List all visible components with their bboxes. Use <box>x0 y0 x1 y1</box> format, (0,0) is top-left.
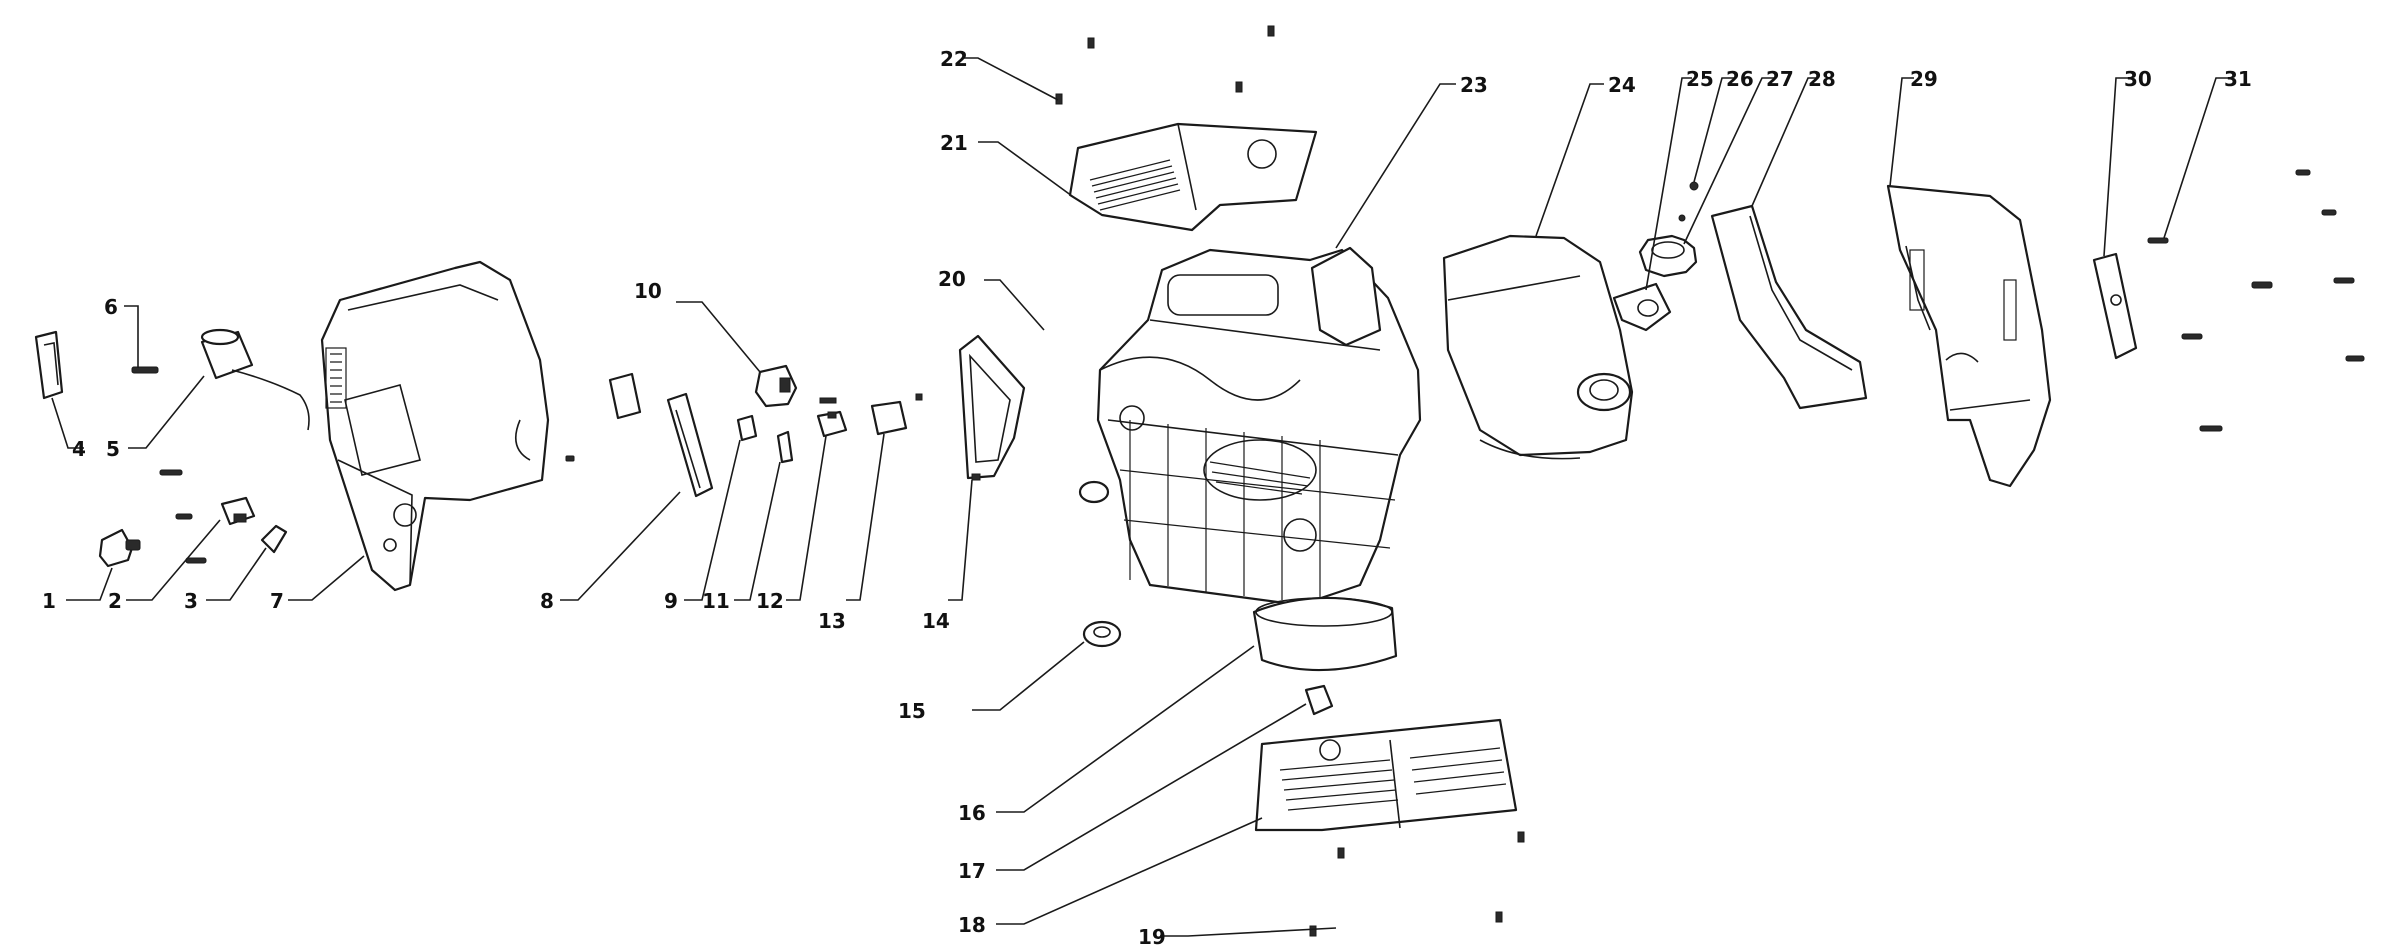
callout-19: 19 <box>1138 925 1166 949</box>
callout-28: 28 <box>1808 67 1836 91</box>
part-6-screw <box>131 366 159 374</box>
part-24-fuel-tank <box>1442 234 1634 460</box>
callout-9: 9 <box>664 589 678 613</box>
part-17-fitting <box>1304 684 1334 716</box>
part-8-plate <box>666 392 714 498</box>
part-15-grommet <box>1082 620 1122 648</box>
screws-19-group <box>1309 831 1525 937</box>
screws-22-group <box>1055 25 1275 105</box>
callout-16: 16 <box>958 801 986 825</box>
part-14-frame <box>958 334 1026 481</box>
part-29-right-cover <box>1886 184 2052 488</box>
part-18-bottom-panel <box>1254 718 1518 832</box>
part-9-clip <box>736 414 758 442</box>
callout-labels: 1 2 3 4 5 6 7 8 10 9 11 12 13 14 15 16 1… <box>42 47 2252 949</box>
callout-18: 18 <box>958 913 986 937</box>
callout-3: 3 <box>184 589 198 613</box>
callout-13: 13 <box>818 609 846 633</box>
part-13-box <box>870 400 908 436</box>
part-4-end-cap <box>34 330 64 400</box>
part-27-fuel-cap <box>1638 234 1698 278</box>
small-screw <box>819 397 837 404</box>
callout-12: 12 <box>756 589 784 613</box>
screws-left-group <box>159 455 575 564</box>
callout-4: 4 <box>72 437 86 461</box>
callout-6: 6 <box>104 295 118 319</box>
callout-29: 29 <box>1910 67 1938 91</box>
callout-2: 2 <box>108 589 122 613</box>
callout-1: 1 <box>42 589 56 613</box>
part-20-engine-assembly <box>1096 246 1422 607</box>
part-12-switch <box>816 410 848 438</box>
callout-21: 21 <box>940 131 968 155</box>
callout-31: 31 <box>2224 67 2252 91</box>
part-10-connector <box>754 364 798 408</box>
part-28-cover <box>1710 204 1868 410</box>
part-16-shroud <box>1252 596 1398 672</box>
part-3-socket <box>260 524 288 554</box>
callout-24: 24 <box>1608 73 1636 97</box>
part-7-side-cover <box>320 260 550 592</box>
callout-30: 30 <box>2124 67 2152 91</box>
callout-11: 11 <box>702 589 730 613</box>
part-25-cap-seat <box>1612 282 1672 332</box>
small-screw <box>915 393 923 401</box>
part-2-switch <box>220 496 256 526</box>
part-5-capacitor <box>200 328 310 431</box>
small-washer <box>1678 214 1686 222</box>
callout-20: 20 <box>938 267 966 291</box>
part-26-washer <box>1689 181 1699 191</box>
part-1-knob <box>98 528 141 568</box>
callout-7: 7 <box>270 589 284 613</box>
callout-5: 5 <box>106 437 120 461</box>
callout-17: 17 <box>958 859 986 883</box>
leader-lines <box>51 57 2228 937</box>
screws-right-group <box>2147 169 2365 432</box>
callout-22: 22 <box>940 47 968 71</box>
callout-15: 15 <box>898 699 926 723</box>
callout-10: 10 <box>634 279 662 303</box>
part-11-clip <box>776 430 794 464</box>
callout-26: 26 <box>1726 67 1754 91</box>
part-30-bracket <box>2092 252 2138 360</box>
callout-25: 25 <box>1686 67 1714 91</box>
callout-27: 27 <box>1766 67 1794 91</box>
rubber-block <box>608 372 642 420</box>
callout-14: 14 <box>922 609 950 633</box>
callout-8: 8 <box>540 589 554 613</box>
part-21-top-panel <box>1068 122 1318 232</box>
grommet-on-frame <box>1078 480 1110 504</box>
callout-23: 23 <box>1460 73 1488 97</box>
